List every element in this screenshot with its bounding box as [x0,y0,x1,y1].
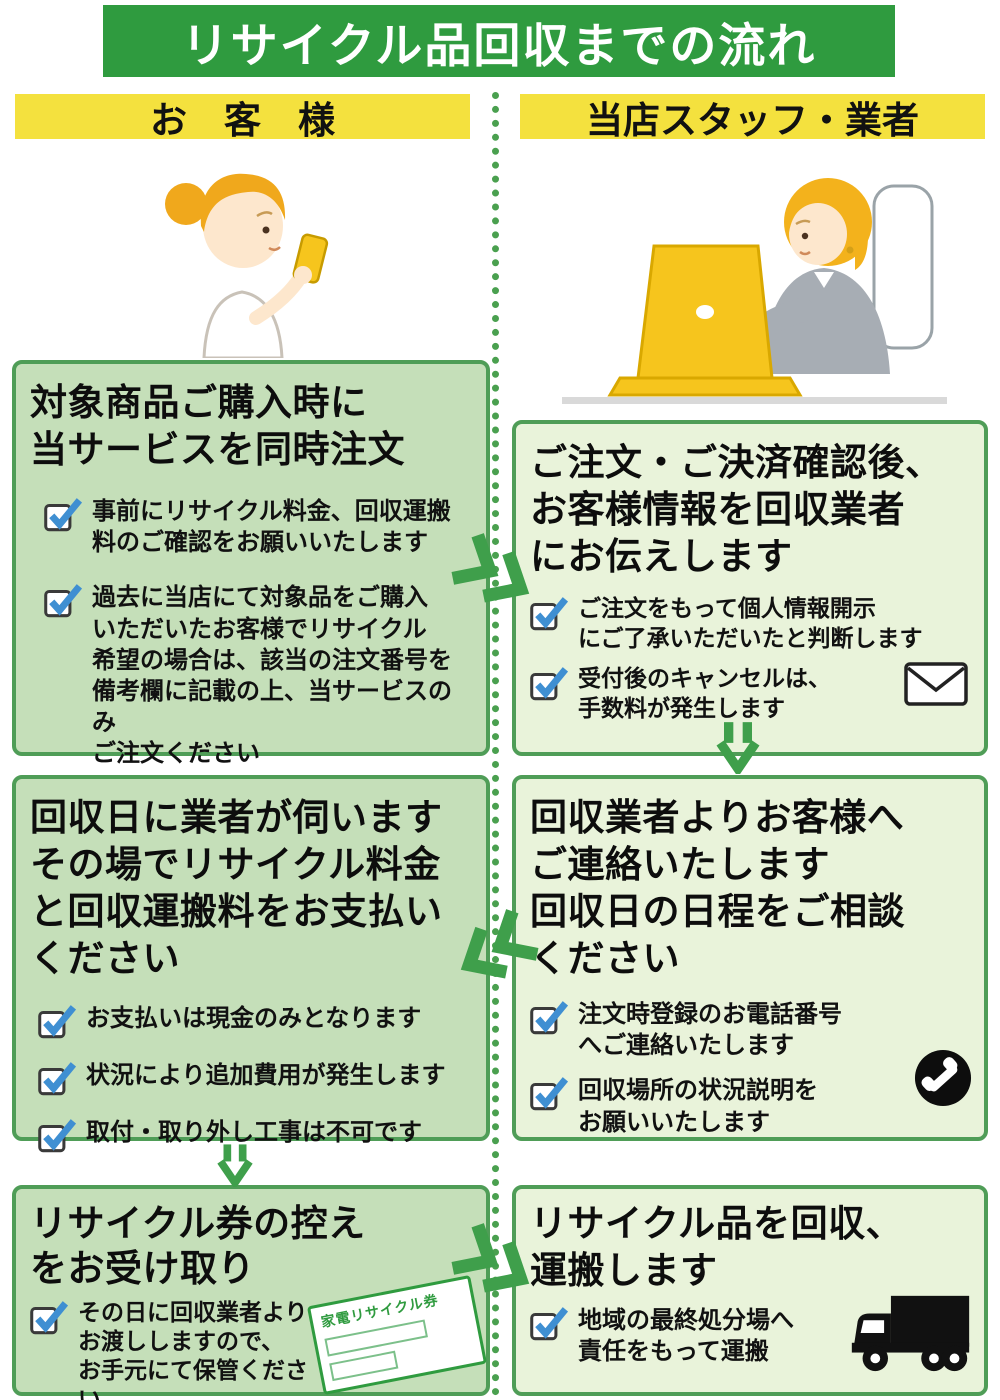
chevron-right-icon [451,533,530,603]
ticket-field [329,1350,399,1382]
page-title: リサイクル品回収までの流れ [103,5,895,77]
customer-step-payment-box: 回収日に業者が伺います その場でリサイクル料金 と回収運搬料をお支払い ください… [12,775,490,1153]
checklist-item-text: 過去に当店にて対象品をご購入 いただいたお客様でリサイクル 希望の場合は、該当の… [92,583,452,768]
checkbox-icon [38,1061,76,1097]
checklist-item-text: お支払いは現金のみとなります [86,1003,422,1032]
checklist-item: 回収場所の状況説明を お願いいたします [530,1075,904,1137]
staff-step-confirm-box: ご注文・ご決済確認後、 お客様情報を回収業者 にお伝えします ご注文をもって個人… [512,420,988,756]
staff-illustration [562,138,947,416]
step-title: 対象商品ご購入時に 当サービスを同時注文 [30,381,405,471]
checklist-item-text: その日に回収業者より お渡ししますので、 お手元にて保管ください [78,1300,308,1400]
checklist-item: 受付後のキャンセルは、 手数料が発生します [530,665,970,725]
customer-column-header: お 客 様 [15,94,470,142]
arrow-down-icon [716,722,760,774]
checklist-item: 事前にリサイクル料金、回収運搬 料のご確認をお願いいたします [44,496,472,558]
checkbox-icon [44,497,82,533]
staff-step-contact-box: 回収業者よりお客様へ ご連絡いたします 回収日の日程をご相談 ください 注文時登… [512,775,988,1141]
phone-icon [914,1049,972,1107]
checklist-item-text: 受付後のキャンセルは、 手数料が発生します [578,665,831,722]
checklist: 地域の最終処分場へ 責任をもって運搬 [530,1305,970,1367]
checklist-item-text: 取付・取り外し工事は不可です [86,1117,422,1146]
checklist: ご注文をもって個人情報開示 にご了承いただいたと判断します 受付後のキャンセルは… [530,595,970,725]
checklist: 注文時登録のお電話番号 へご連絡いたします 回収場所の状況説明を お願いいたしま… [530,999,970,1138]
woman-at-laptop-icon [562,178,947,404]
checkbox-icon [44,583,82,619]
checklist-item: 過去に当店にて対象品をご購入 いただいたお客様でリサイクル 希望の場合は、該当の… [44,582,472,769]
staff-step-collection-box: リサイクル品を回収、 運搬します 地域の最終処分場へ 責任をもって運搬 [512,1185,988,1396]
checkbox-icon [530,666,568,702]
checklist-item: 地域の最終処分場へ 責任をもって運搬 [530,1305,840,1367]
step-title: リサイクル券の控え をお受け取り [30,1202,366,1291]
chevron-left-icon [460,909,539,979]
checklist-item: お支払いは現金のみとなります [38,1003,472,1040]
checklist-item-text: 回収場所の状況説明を お願いいたします [578,1076,818,1136]
checklist: 事前にリサイクル料金、回収運搬 料のご確認をお願いいたします 過去に当店にて対象… [30,496,472,770]
checklist-item-text: 注文時登録のお電話番号 へご連絡いたします [578,999,842,1060]
checkbox-icon [30,1300,68,1336]
checklist: その日に回収業者より お渡ししますので、 お手元にて保管ください [30,1299,472,1400]
checkbox-icon [38,1118,76,1154]
checklist-item: 取付・取り外し工事は不可です [38,1117,472,1154]
woman-with-phone-icon [165,173,329,358]
customer-step-ticket-box: リサイクル券の控え をお受け取り その日に回収業者より お渡ししますので、 お手… [12,1185,490,1400]
checkbox-icon [530,1076,568,1112]
checklist-item: ご注文をもって個人情報開示 にご了承いただいたと判断します [530,595,970,655]
step-title: リサイクル品を回収、 運搬します [530,1202,904,1292]
checkbox-icon [38,1004,76,1040]
envelope-icon [904,660,968,708]
flow-arrow-right2-to-left2 [442,901,548,999]
checkbox-icon [530,596,568,632]
checklist-item: その日に回収業者より お渡ししますので、 お手元にて保管ください [30,1299,322,1400]
flow-arrow-left2-down [212,1141,258,1187]
truck-icon [844,1288,976,1378]
checklist-item: 注文時登録のお電話番号 へご連絡いたします [530,999,904,1061]
flow-arrow-right1-down [714,718,762,774]
step-title: 回収業者よりお客様へ ご連絡いたします 回収日の日程をご相談 ください [530,796,905,980]
step-title: ご注文・ご決済確認後、 お客様情報を回収業者 にお伝えします [530,441,943,578]
flow-arrow-left1-to-right1 [442,525,548,623]
checklist-item-text: 地域の最終処分場へ 責任をもって運搬 [578,1305,794,1366]
checklist: お支払いは現金のみとなります 状況により追加費用が発生します 取付・取り外し工事… [30,1003,472,1154]
checklist-item-text: 事前にリサイクル料金、回収運搬 料のご確認をお願いいたします [92,496,451,557]
checklist-item-text: ご注文をもって個人情報開示 にご了承いただいたと判断します [578,595,923,652]
chevron-right-icon [451,1223,530,1293]
step-title: 回収日に業者が伺います その場でリサイクル料金 と回収運搬料をお支払い ください [30,796,443,980]
flow-arrow-left3-to-right3 [442,1215,548,1313]
checkbox-icon [530,1000,568,1036]
customer-illustration [138,146,343,358]
column-divider [492,92,499,1396]
arrow-down-icon [217,1144,253,1187]
staff-column-header: 当店スタッフ・業者 [520,94,985,142]
customer-step-order-box: 対象商品ご購入時に 当サービスを同時注文 事前にリサイクル料金、回収運搬 料のご… [12,360,490,767]
checkbox-icon [530,1306,568,1342]
checklist-item: 状況により追加費用が発生します [38,1060,472,1097]
checklist-item-text: 状況により追加費用が発生します [86,1060,446,1089]
